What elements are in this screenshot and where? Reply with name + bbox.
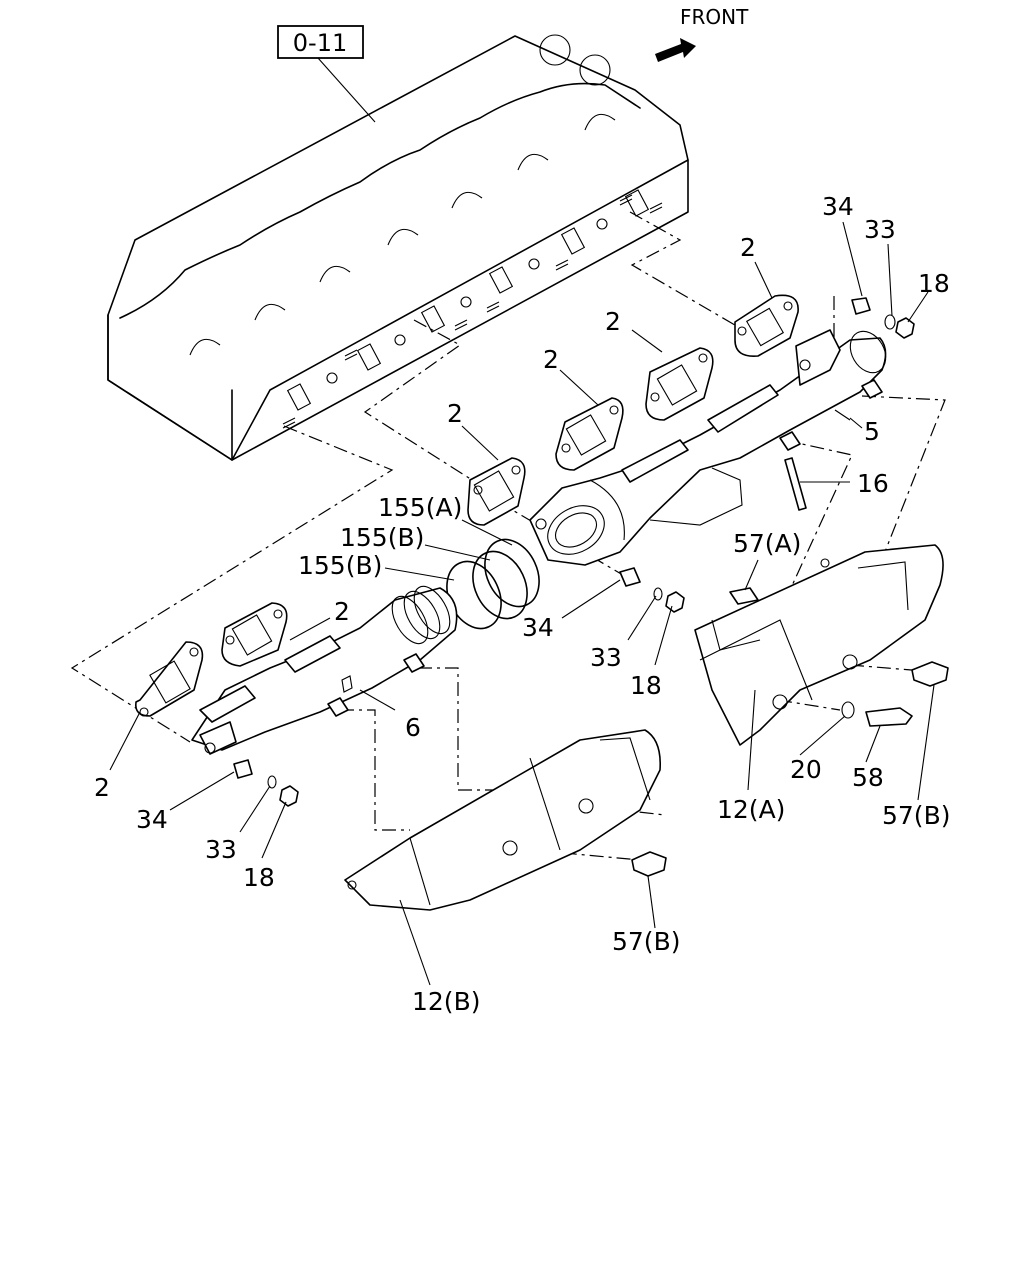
bolt-57a[interactable] — [729, 587, 759, 605]
exhaust-manifold-rear[interactable] — [529, 325, 893, 566]
callout-2: 2 — [605, 307, 621, 336]
bolt-57b-right[interactable] — [911, 661, 949, 687]
heat-shield-12b[interactable] — [344, 729, 662, 911]
nut-18-low[interactable] — [279, 785, 299, 807]
callout-labels: 2 34 33 18 2 2 2 5 16 155(A) 155(B) 155(… — [94, 192, 950, 1016]
callout-18: 18 — [630, 671, 662, 700]
stud-16[interactable] — [784, 457, 807, 511]
gasket-upper-4[interactable] — [467, 457, 526, 526]
callout-57a: 57(A) — [733, 529, 801, 558]
callout-18: 18 — [918, 269, 950, 298]
callout-155a: 155(A) — [378, 493, 462, 522]
callout-33: 33 — [205, 835, 237, 864]
callout-33: 33 — [590, 643, 622, 672]
reference-leader — [317, 57, 376, 123]
bracket-6[interactable] — [327, 653, 425, 717]
callout-57b: 57(B) — [882, 801, 950, 830]
callout-2: 2 — [334, 597, 350, 626]
heat-shield-12a[interactable] — [694, 544, 944, 746]
callout-12b: 12(B) — [412, 987, 480, 1016]
exhaust-manifold-front[interactable] — [191, 580, 458, 755]
callout-33: 33 — [864, 215, 896, 244]
front-label: FRONT — [680, 5, 749, 29]
callout-2: 2 — [94, 773, 110, 802]
nut-18-mid[interactable] — [665, 591, 685, 613]
callout-20: 20 — [790, 755, 822, 784]
washer-20[interactable] — [841, 701, 855, 719]
pin-58[interactable] — [865, 707, 913, 727]
washer-33-low[interactable] — [267, 775, 277, 789]
callout-155b: 155(B) — [298, 551, 382, 580]
cylinder-head — [107, 34, 689, 461]
bolt-57b-bottom[interactable] — [631, 851, 667, 877]
collar-34-top[interactable] — [851, 297, 871, 315]
gasket-upper-2[interactable] — [645, 347, 714, 421]
callout-12a: 12(A) — [717, 795, 785, 824]
collar-34-mid[interactable] — [619, 567, 641, 587]
front-arrow-icon — [655, 38, 696, 62]
leader-lines — [109, 221, 935, 986]
callout-2: 2 — [740, 233, 756, 262]
callout-34: 34 — [136, 805, 168, 834]
gasket-upper-right[interactable] — [734, 294, 799, 357]
callout-58: 58 — [852, 763, 884, 792]
callout-18: 18 — [243, 863, 275, 892]
reference-box[interactable]: 0-11 — [277, 25, 364, 59]
seal-ring-155a[interactable] — [475, 531, 550, 616]
bracket-5[interactable] — [779, 379, 883, 451]
seal-ring-155b-1[interactable] — [463, 543, 538, 628]
gasket-upper-3[interactable] — [555, 397, 624, 471]
callout-5: 5 — [864, 417, 880, 446]
reference-box-label: 0-11 — [293, 29, 347, 57]
callout-155b: 155(B) — [340, 523, 424, 552]
callout-34: 34 — [822, 192, 854, 221]
callout-16: 16 — [857, 469, 889, 498]
washer-33-mid[interactable] — [653, 587, 663, 601]
collar-34-low[interactable] — [233, 759, 253, 779]
washer-33-top[interactable] — [884, 314, 896, 330]
callout-2: 2 — [543, 345, 559, 374]
callout-6: 6 — [405, 713, 421, 742]
callout-34: 34 — [522, 613, 554, 642]
nut-18-top[interactable] — [895, 317, 915, 339]
gasket-lower-2[interactable] — [134, 641, 204, 717]
callout-57b: 57(B) — [612, 927, 680, 956]
callout-2: 2 — [447, 399, 463, 428]
gasket-lower-1[interactable] — [221, 602, 288, 667]
